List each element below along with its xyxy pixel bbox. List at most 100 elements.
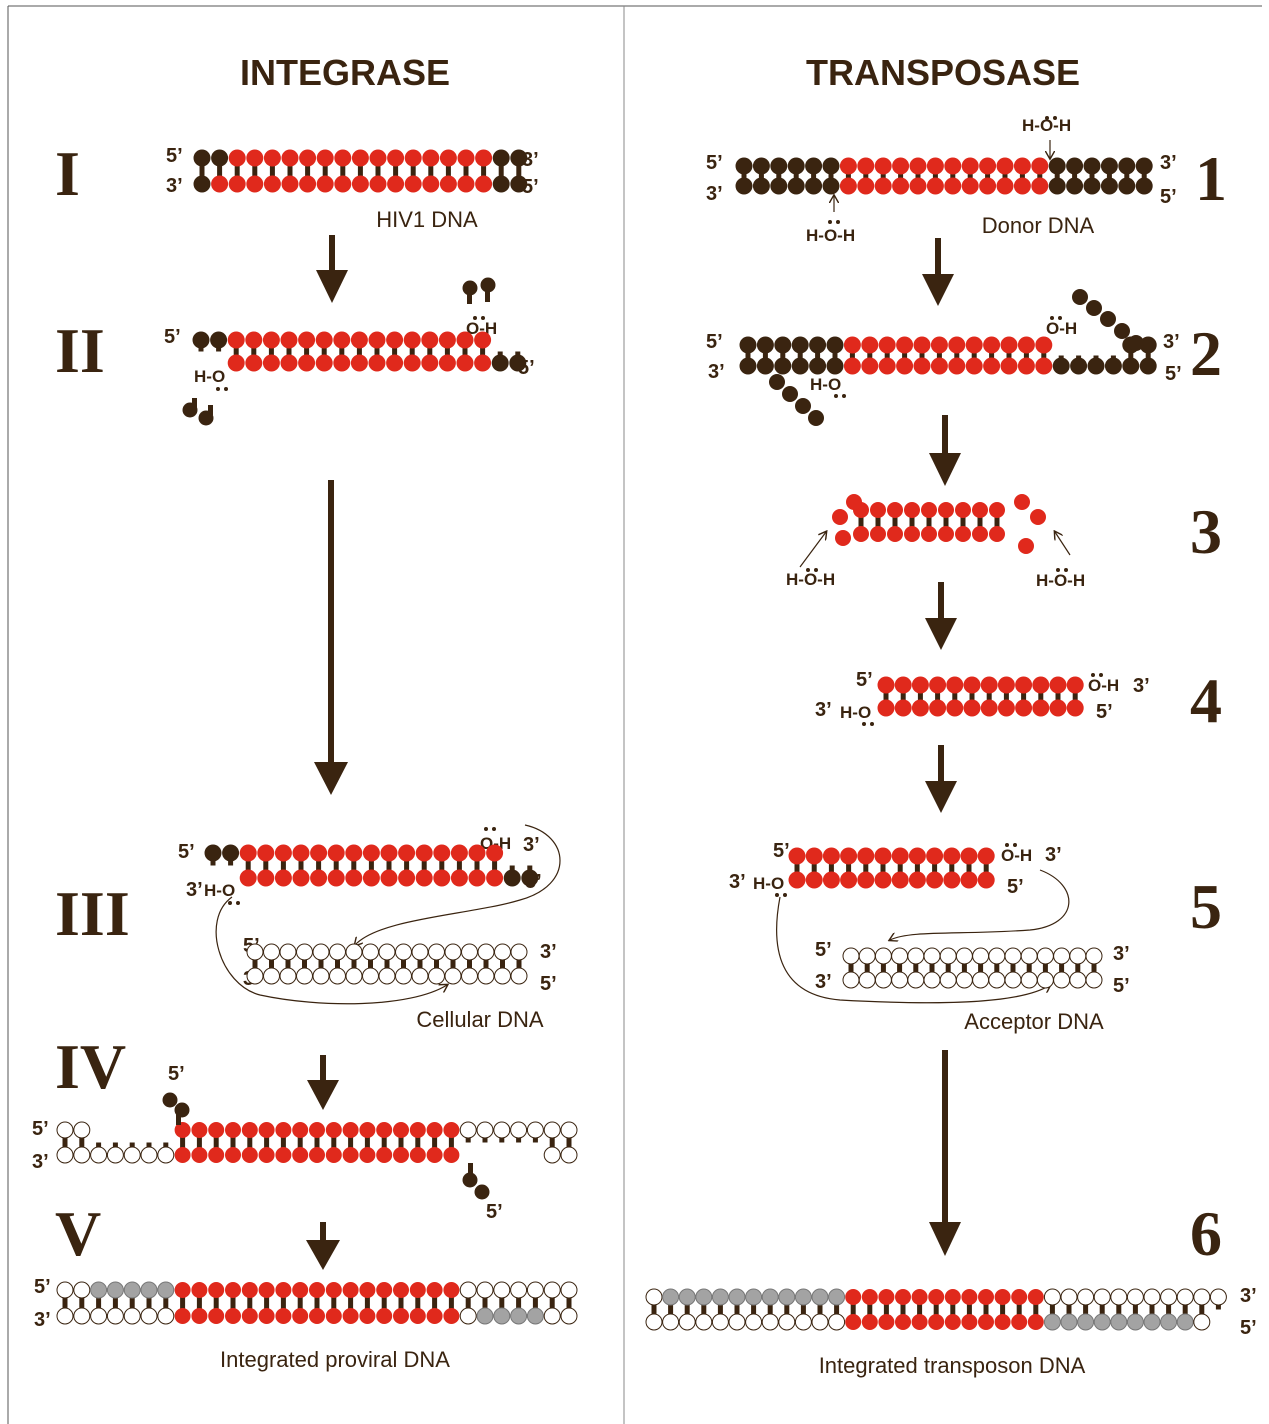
base-pair-bond [415,1290,421,1316]
nucleotide [409,1147,426,1163]
water-label: H-O-H [806,226,855,245]
nucleotide [1086,300,1102,316]
nucleotide [1035,336,1053,354]
nucleotide [225,1282,241,1298]
nucleotide [422,149,440,167]
nucleotide [486,844,504,862]
nucleotide [1043,1288,1061,1306]
base-pair-bond [163,1290,169,1316]
nucleotide [980,699,998,717]
nucleotide [376,1308,393,1324]
nucleotide [543,1281,561,1299]
base-pair-bond [954,345,960,366]
nucleotide [1110,1313,1128,1331]
nucleotide [1032,676,1050,694]
nucleotide [193,149,211,167]
nucleotide [157,1281,175,1299]
base-pair-bond [967,166,973,186]
nucleotide [334,175,352,193]
nucleotide [980,676,998,694]
nucleotide [1139,336,1157,354]
nucleotide [560,1281,578,1299]
nucleotide [246,943,264,961]
base-pair-bond [199,158,205,184]
nucleotide [878,336,896,354]
base-pair-bond [917,685,923,708]
nucleotide [376,1147,393,1163]
base-pair-bond [1049,1297,1055,1322]
base-pair-bond [252,158,258,184]
nucleotide [988,947,1006,965]
base-pair-bond [684,1297,690,1322]
nucleotide [359,1147,376,1163]
nucleotide [809,357,827,375]
base-pair-bond [196,1290,202,1316]
nucleotide [393,1308,409,1324]
nucleotide [1160,1288,1178,1306]
caption-acceptor: Acceptor DNA [964,1009,1104,1034]
base-pair-bond [410,158,416,184]
end-5: 5’ [1096,701,1113,723]
nucleotide [380,869,398,887]
base-pair-bond [357,158,363,184]
base-pair-bond [485,290,490,302]
base-pair-bond [1149,1297,1155,1322]
ho-label: H-O [753,874,784,893]
base-pair-bond [1199,1297,1205,1322]
nucleotide [157,1307,175,1325]
base-pair-bond [549,1130,555,1155]
nucleotide [904,502,920,518]
nucleotide [896,357,914,375]
nucleotide [842,947,860,965]
base-pair-bond [297,1130,303,1155]
nucleotide [312,967,330,985]
chem-labels: O-H H-O O-H H-O H-O-H H-O-H O-H H-O H-O-… [194,116,1119,900]
nucleotide [894,676,912,694]
nucleotide [438,354,456,372]
nucleotide [106,1307,124,1325]
nucleotide [227,354,245,372]
base-pair-bond [269,952,274,976]
base-pair-bond [409,340,415,363]
nucleotide [891,947,909,965]
nucleotide [299,175,317,193]
end-3: 3’ [32,1151,49,1173]
base-pair-bond [268,340,274,363]
nucleotide [840,871,858,889]
nucleotide [891,971,909,989]
nucleotide [444,967,462,985]
base-pair-bond [322,158,328,184]
nucleotide [474,354,492,372]
nucleotide [1031,177,1049,195]
base-pair-bond [985,166,991,186]
nucleotide [239,869,257,887]
base-pair-bond [952,685,958,708]
nucleotide [409,1308,426,1324]
nucleotide [972,971,990,989]
nucleotide [510,1121,528,1139]
nucleotide [468,869,486,887]
base-pair-bond [398,1130,404,1155]
nucleotide [961,1314,978,1330]
nucleotide [1036,947,1054,965]
nucleotide [492,149,510,167]
nucleotide [1018,538,1034,554]
nucleotide [1020,971,1038,989]
nucleotide [1020,947,1038,965]
base-pair-bond [867,1297,873,1322]
nucleotide [921,526,937,542]
nucleotide [222,844,240,862]
base-pair-bond [978,956,984,980]
nucleotide [1085,971,1103,989]
nucleotide [1035,357,1053,375]
base-pair-bond [448,1130,454,1155]
nucleotide [874,947,892,965]
nucleotide [955,947,973,965]
nucleotide [994,1289,1011,1305]
nucleotide [428,943,445,961]
nucleotide [1053,947,1071,965]
base-pair-bond [832,345,838,366]
base-pair-bond [875,510,881,534]
nucleotide [811,1288,829,1306]
oh-label: O-H [466,319,497,338]
